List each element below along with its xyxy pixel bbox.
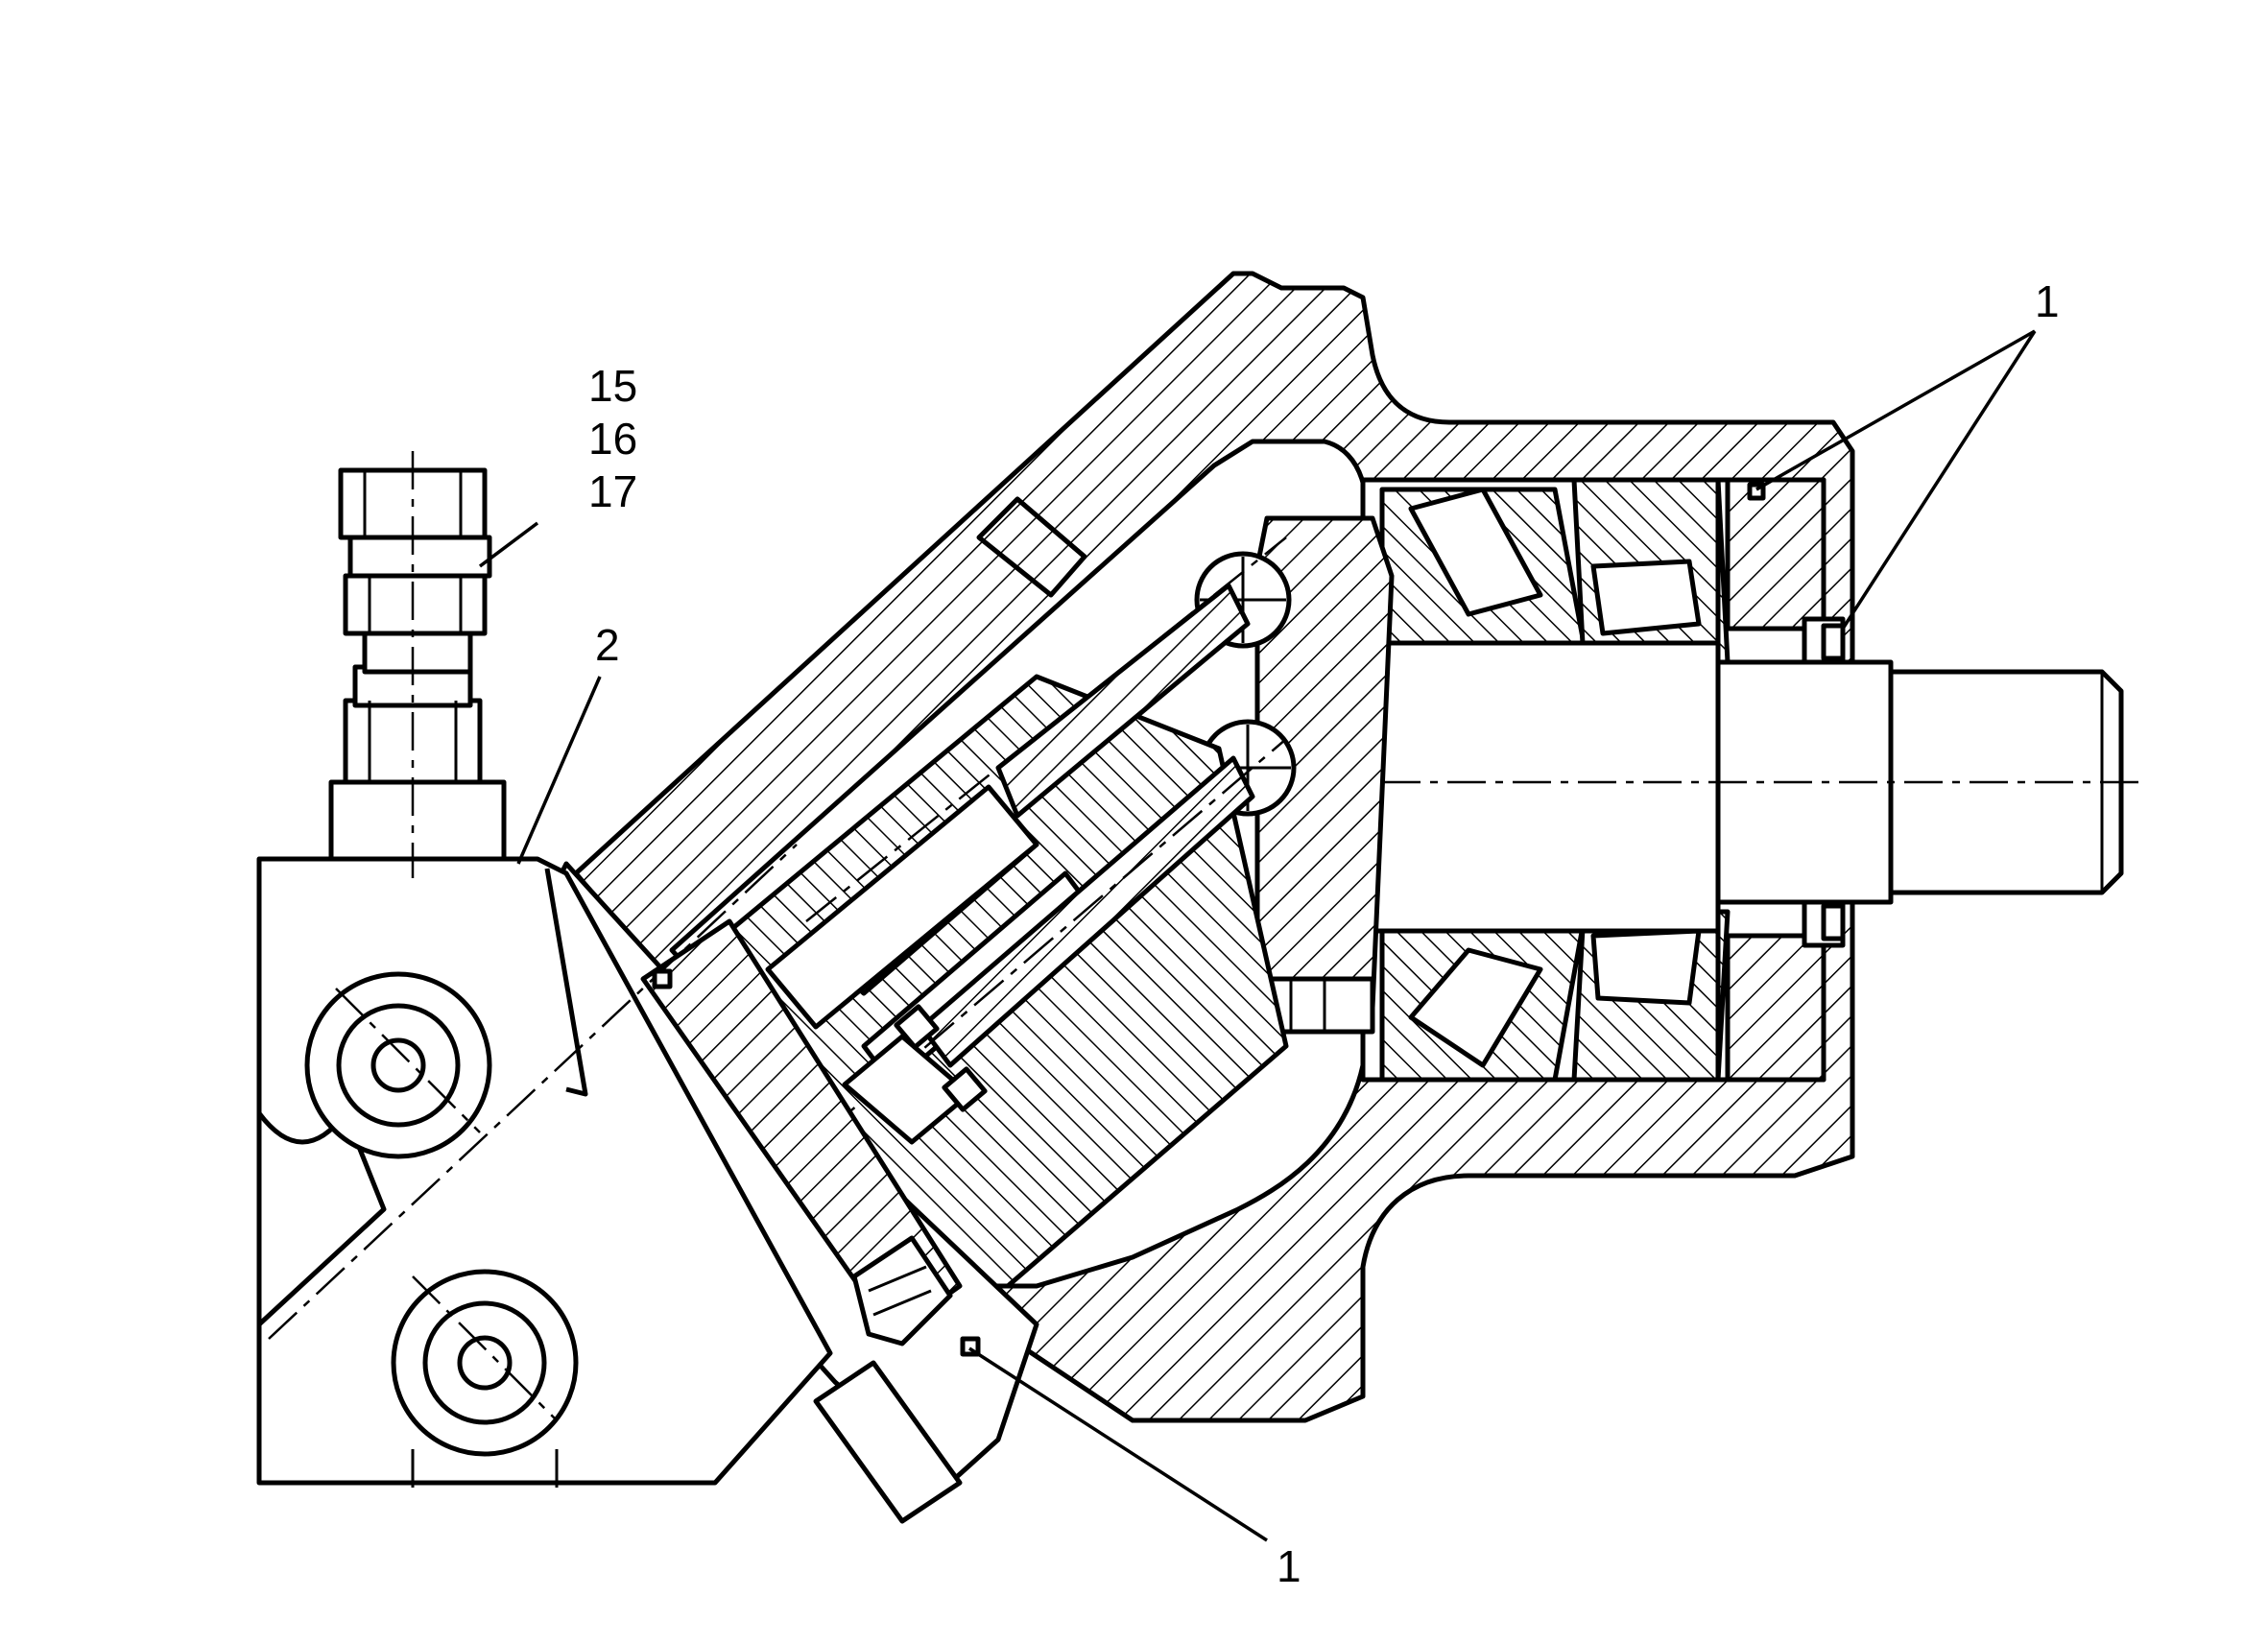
- leader-1-top-a: [1755, 329, 2036, 491]
- leader-lines: [478, 329, 2037, 1542]
- bearing-housing: [1360, 477, 1846, 1083]
- callout-1-top-right: 1: [2035, 276, 2060, 326]
- leader-1-top-b: [1841, 330, 2037, 630]
- piston-rods: [765, 536, 1287, 1145]
- relief-valve-stack: [328, 451, 507, 878]
- callout-labels: 15 16 17 2 1 1: [588, 276, 2060, 1591]
- callout-15: 15: [588, 361, 637, 411]
- output-shaft: [1370, 640, 2140, 934]
- leader-1-bottom: [968, 1346, 1268, 1542]
- leader-15-16-17: [478, 521, 539, 568]
- callout-1-bottom: 1: [1277, 1541, 1301, 1591]
- leader-2: [516, 676, 602, 865]
- seal-marks: [652, 482, 1846, 1357]
- callout-16: 16: [588, 414, 637, 464]
- valve-block: [256, 844, 963, 1524]
- callout-2: 2: [595, 620, 620, 670]
- callout-17: 17: [588, 466, 637, 516]
